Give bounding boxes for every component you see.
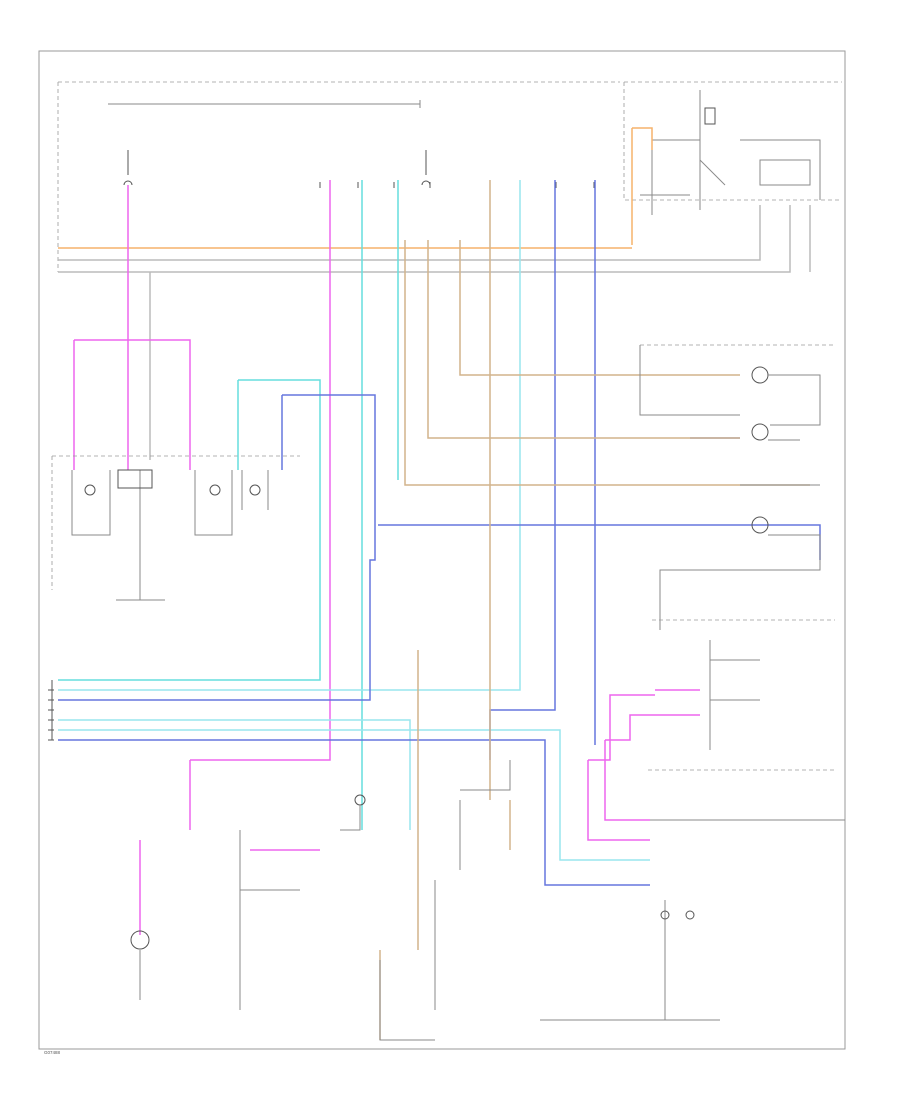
wire-pink-main	[73, 180, 331, 935]
fuse-left	[123, 150, 133, 186]
wire-tan	[379, 180, 810, 1040]
bottom-components	[130, 760, 720, 1041]
wire-gray-bus-2	[150, 205, 791, 273]
relay-block-top-right	[631, 90, 821, 245]
right-tail-lamp-assembly	[639, 344, 835, 630]
wire-blue	[58, 180, 821, 886]
left-connector-stubs	[48, 680, 54, 741]
wire-cyan	[58, 180, 650, 861]
diagram-frame	[38, 50, 846, 1050]
fuse-block-top	[57, 81, 842, 272]
page-code: G07488	[44, 1050, 61, 1055]
left-tail-lamp-assembly	[51, 455, 300, 601]
wire-gray-bus-1	[58, 205, 761, 261]
instrument-cluster	[587, 619, 845, 841]
fuse-center	[421, 150, 431, 186]
